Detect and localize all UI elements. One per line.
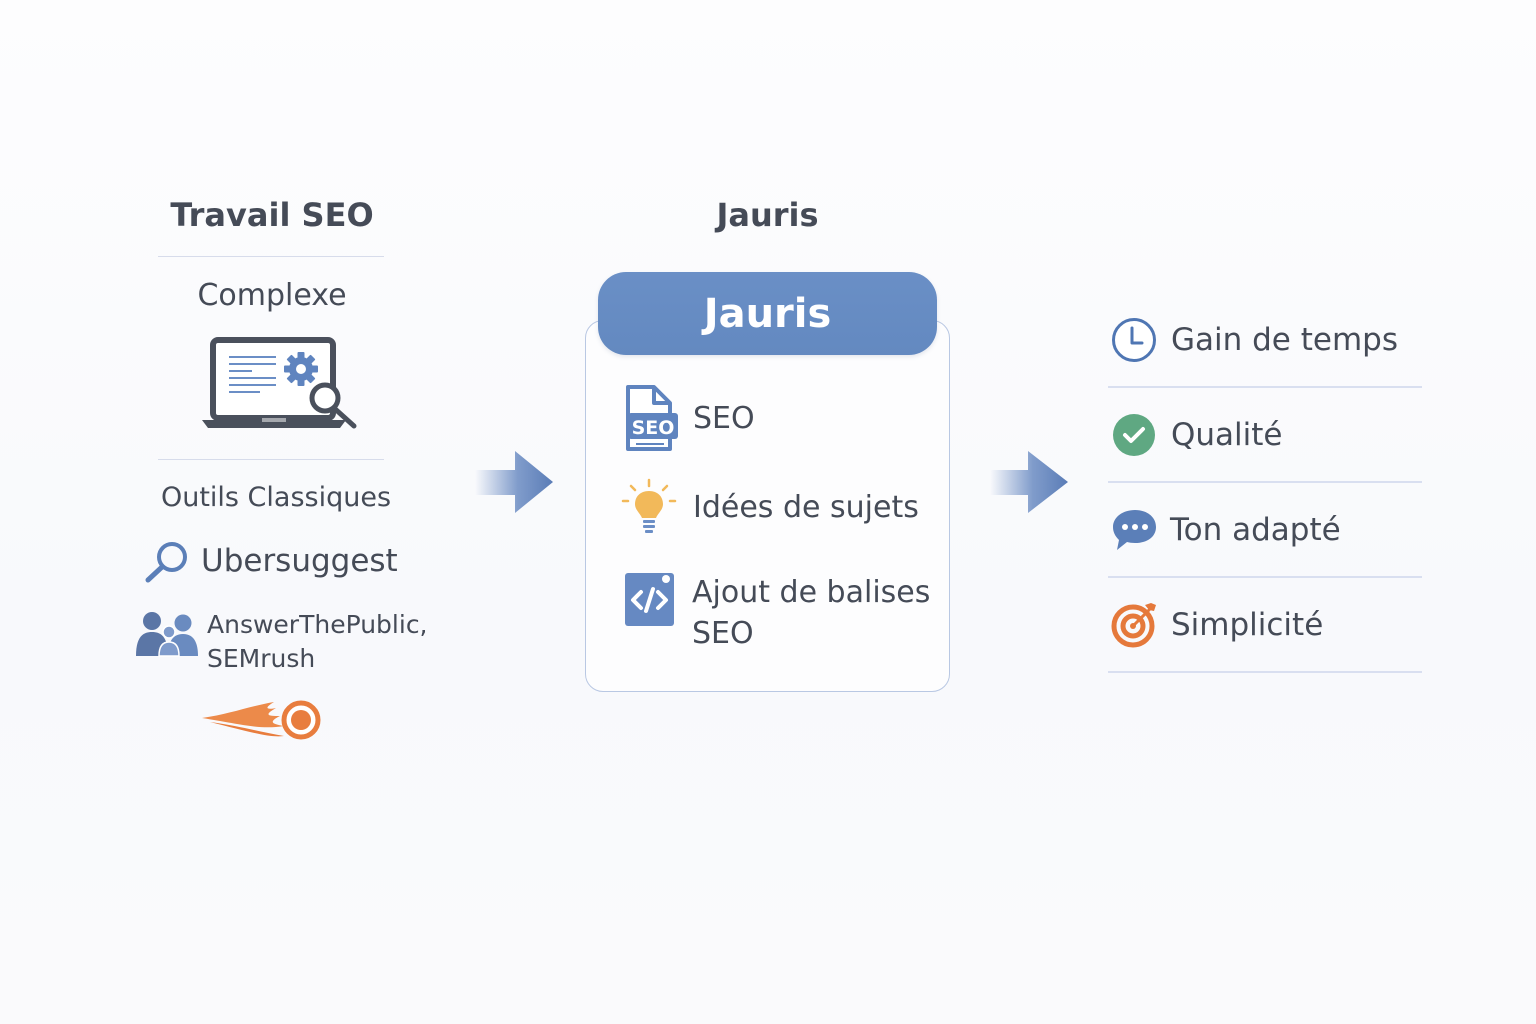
benefit-divider bbox=[1108, 576, 1422, 578]
feature-item-seo-tags: Ajout de balises SEO bbox=[624, 572, 930, 654]
tool-item-answerthepublic-semrush: AnswerThePublic, SEMrush bbox=[135, 608, 428, 676]
benefit-divider bbox=[1108, 481, 1422, 483]
feature-label: Idées de sujets bbox=[693, 489, 919, 525]
benefit-divider bbox=[1108, 386, 1422, 388]
complexity-label: Complexe bbox=[197, 278, 347, 313]
benefit-item-time-saving: Gain de temps bbox=[1110, 316, 1398, 364]
feature-item-topic-ideas: Idées de sujets bbox=[620, 478, 919, 536]
tool-label: Ubersuggest bbox=[201, 543, 398, 579]
benefit-label: Simplicité bbox=[1171, 607, 1324, 643]
arrow-right-icon bbox=[990, 450, 1070, 514]
jauris-header-badge: Jauris bbox=[598, 272, 937, 355]
check-circle-icon bbox=[1111, 412, 1157, 458]
benefit-item-quality: Qualité bbox=[1111, 411, 1283, 459]
clock-icon bbox=[1110, 316, 1158, 364]
benefit-label: Ton adapté bbox=[1170, 512, 1341, 548]
feature-item-seo: SEO SEO bbox=[624, 385, 755, 451]
benefit-item-simplicity: Simplicité bbox=[1111, 601, 1323, 649]
seo-document-icon: SEO bbox=[624, 385, 680, 451]
tool-item-ubersuggest: Ubersuggest bbox=[142, 538, 398, 584]
laptop-gear-search-icon bbox=[200, 336, 360, 432]
lightbulb-icon bbox=[620, 478, 678, 536]
people-icon bbox=[135, 610, 201, 658]
feature-label-line1: Ajout de balises bbox=[692, 575, 931, 610]
tool-label-line1: AnswerThePublic, bbox=[207, 610, 428, 639]
benefit-label: Qualité bbox=[1171, 417, 1283, 453]
tool-label-line2: SEMrush bbox=[207, 644, 316, 673]
left-mid-divider bbox=[158, 459, 384, 460]
left-column-title: Travail SEO bbox=[170, 196, 374, 234]
tools-heading: Outils Classiques bbox=[160, 482, 392, 513]
benefit-item-adapted-tone: Ton adapté bbox=[1111, 506, 1341, 554]
benefit-label: Gain de temps bbox=[1171, 322, 1398, 358]
code-tag-icon bbox=[624, 572, 676, 628]
benefit-divider bbox=[1108, 671, 1422, 673]
left-title-divider bbox=[158, 256, 384, 257]
arrow-right-icon bbox=[475, 450, 555, 514]
feature-label: SEO bbox=[693, 400, 755, 436]
target-icon bbox=[1111, 601, 1159, 649]
speech-bubble-icon bbox=[1111, 506, 1159, 554]
magnifier-icon bbox=[142, 538, 192, 584]
middle-column-title: Jauris bbox=[716, 196, 819, 234]
feature-label-line2: SEO bbox=[692, 616, 754, 651]
svg-text:SEO: SEO bbox=[632, 417, 675, 439]
semrush-comet-logo bbox=[200, 698, 324, 744]
